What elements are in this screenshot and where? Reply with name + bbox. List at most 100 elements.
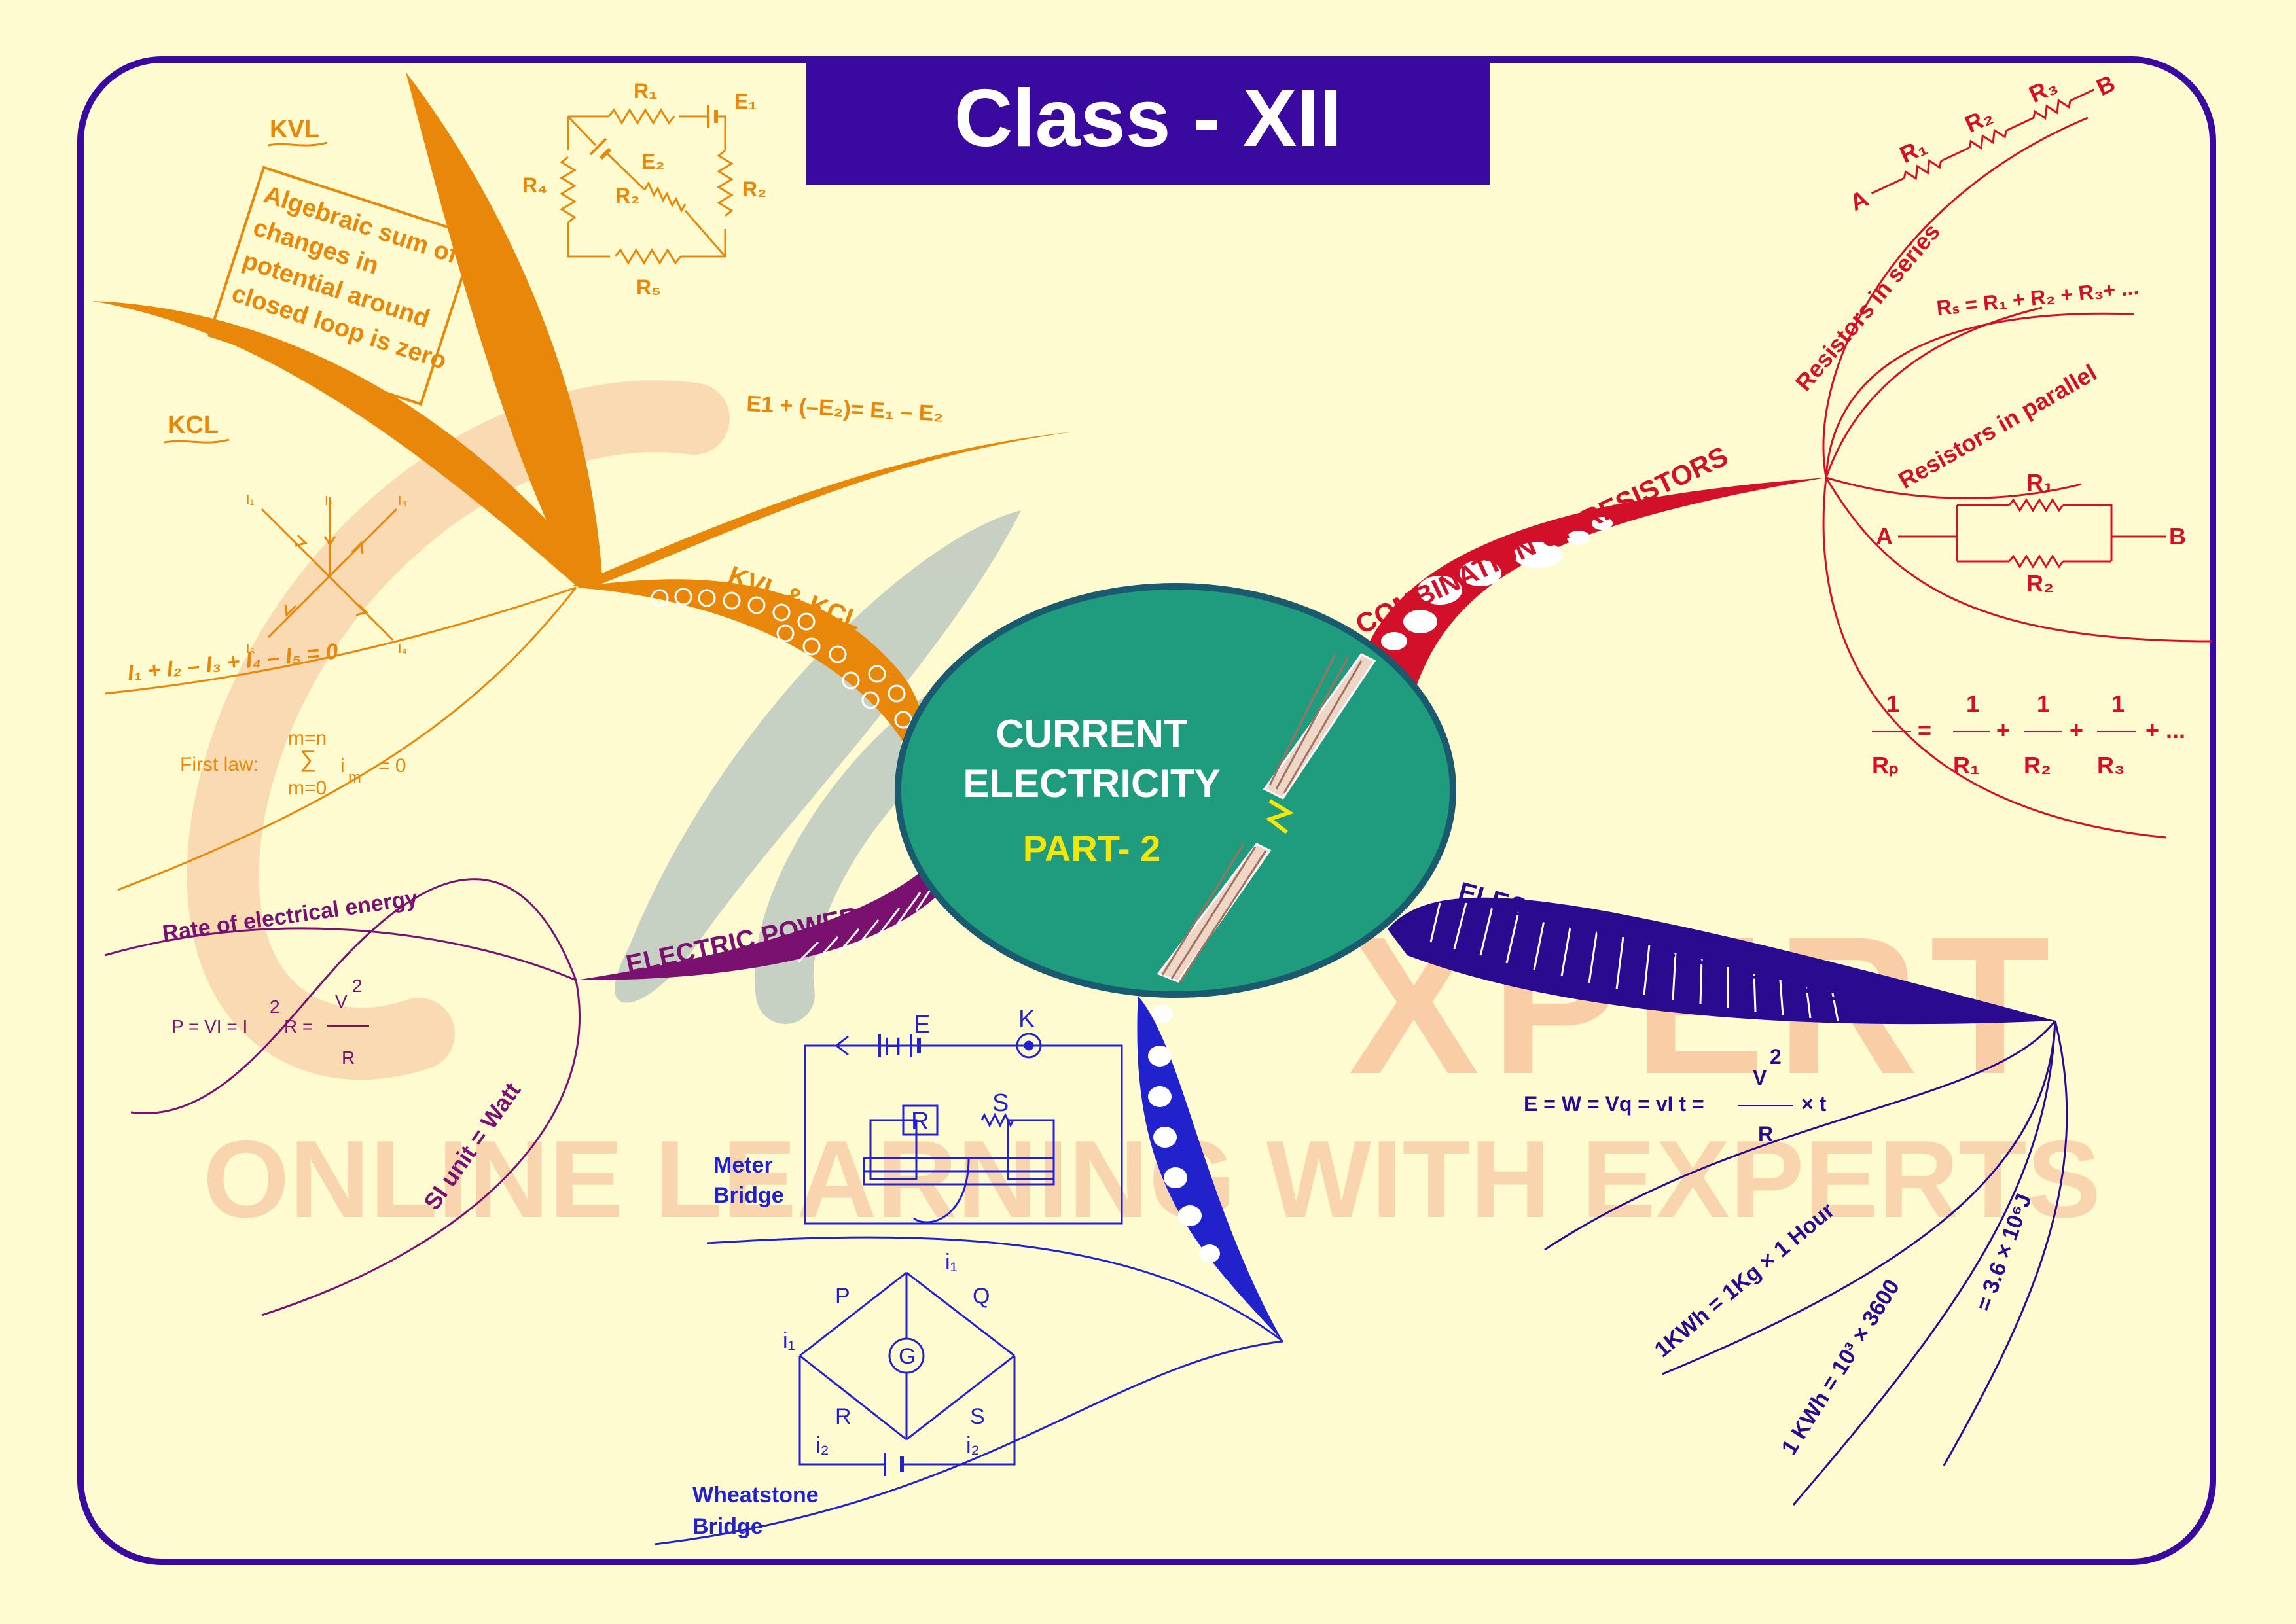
battery-wire (902, 1356, 1016, 1466)
hatch-line (1699, 959, 1703, 1004)
label-r: R (835, 1404, 852, 1429)
branch-dot (797, 612, 816, 631)
combination-connectors (1822, 116, 2213, 839)
arrow-head (351, 540, 364, 554)
energy-formula-left: E = W = Vq = vI t = (1524, 1092, 1704, 1116)
label-a: A (1876, 523, 1893, 550)
label-r4: R₄ (522, 173, 547, 197)
formula-den: R₁ (1953, 752, 1980, 779)
energy-formula-right: × t (1801, 1092, 1827, 1116)
parallel-circuit (1898, 498, 2166, 569)
label-i2-right: i₂ (966, 1433, 980, 1458)
formula-num: 1 (2111, 690, 2125, 717)
meter-bridge-labels: H E K R S (884, 1006, 1035, 1135)
wire-strand (1161, 843, 1245, 976)
meter-strip (1007, 1119, 1055, 1180)
label-s: S (970, 1404, 985, 1429)
bridge-arm (906, 1354, 1015, 1441)
branch-dot (842, 671, 860, 690)
formula-den: R₂ (2024, 752, 2051, 779)
series-r2 (1968, 128, 2007, 150)
energy-hatch (1429, 902, 1839, 1021)
hatch-line (1753, 973, 1757, 1012)
meter-bridge-outline (804, 1044, 1123, 1225)
hatch-line (1533, 917, 1546, 970)
connector (1825, 477, 2213, 643)
formula-num: 1 (1886, 690, 1899, 717)
kvl-underline (268, 141, 328, 147)
jockey (913, 1157, 970, 1224)
connector (1943, 1020, 2068, 1466)
page-title: Class - XII (954, 73, 1342, 164)
label-i3: I₃ (398, 494, 407, 508)
label-i4: I₄ (398, 642, 407, 656)
label-r2: R₂ (1961, 102, 1997, 138)
kvl-box-border (207, 166, 477, 406)
meter-bridge-title-1: Meter (713, 1153, 773, 1178)
label-e1: E₁ (734, 90, 757, 113)
branch-dot (1199, 1244, 1220, 1263)
series-circuit (1871, 88, 2095, 194)
label-a: A (1846, 185, 1873, 216)
branch-dot (868, 665, 886, 683)
parallel-formula: 1 Rₚ = 1 R₁ + 1 R₂ + 1 R₃ + ... (1872, 690, 2185, 779)
parallel-title: Resistors in parallel (1894, 359, 2102, 494)
label-e2: E₂ (641, 150, 665, 173)
hatch-line (836, 928, 860, 955)
key-k (1016, 1033, 1042, 1059)
combination-branch-dots (1381, 517, 1613, 650)
wire-icon (1157, 653, 1376, 983)
series-wire (2005, 116, 2034, 132)
kcl-underline (163, 438, 230, 444)
meter-bridge-circuit (804, 1033, 1123, 1225)
meter-bridge-title-2: Bridge (713, 1183, 784, 1208)
resistor-r4 (560, 156, 577, 224)
hatch-line (1643, 944, 1651, 995)
first-law-lower: m=0 (288, 777, 327, 799)
power-formula-num: V (335, 991, 348, 1012)
connector (1825, 312, 2134, 478)
parallel-r2 (2008, 554, 2064, 569)
power-formula-left: P = VI = I (171, 1016, 247, 1036)
arrow-head (355, 603, 368, 616)
spark-icon (1265, 799, 1295, 834)
resistor-r2-diagonal (643, 181, 687, 213)
hatch-line (1779, 980, 1784, 1016)
bridges-branch (1119, 981, 1283, 1341)
label-e: E (914, 1011, 930, 1038)
first-law-sub: m (348, 769, 361, 786)
power-connectors (104, 878, 581, 1316)
connector-firstlaw (117, 587, 577, 891)
parallel-r1 (2008, 498, 2064, 512)
hatch-line (876, 908, 901, 938)
watermark-stroke-grey (615, 510, 1021, 1003)
branch-dot (1460, 560, 1501, 586)
energy-connectors (1544, 1020, 2068, 1506)
hatch-line (1831, 993, 1839, 1021)
power-formula-exp: 2 (270, 997, 280, 1017)
formula-op: + ... (2145, 716, 2185, 743)
orange-leaf-1 (406, 72, 602, 582)
orange-leaf-3 (573, 432, 1073, 589)
branch-dot (698, 589, 716, 607)
bridge-arm (799, 1354, 907, 1441)
branch-dot (894, 711, 912, 729)
wire-strand (1268, 654, 1336, 786)
connector (1544, 1020, 2056, 1251)
bridge-arm (906, 1271, 1015, 1357)
connector (130, 878, 577, 1114)
kcl-wire (260, 508, 394, 641)
mind-map-frame (77, 56, 2216, 1565)
kvl-heading: KVL (270, 116, 319, 143)
branch-dot (829, 645, 847, 663)
label-i5: I₅ (246, 642, 255, 656)
battery-wire (798, 1356, 885, 1466)
hatch-line (1429, 902, 1441, 943)
galvanometer (888, 1337, 925, 1374)
branch-dot (1152, 1005, 1173, 1023)
label-r1: R₁ (2026, 469, 2053, 496)
power-formula-num-exp: 2 (352, 976, 363, 996)
resistor-r2-right (717, 149, 734, 217)
wheatstone-labels: P Q R S G i₁ i₁ i₂ i₂ (783, 1250, 990, 1458)
